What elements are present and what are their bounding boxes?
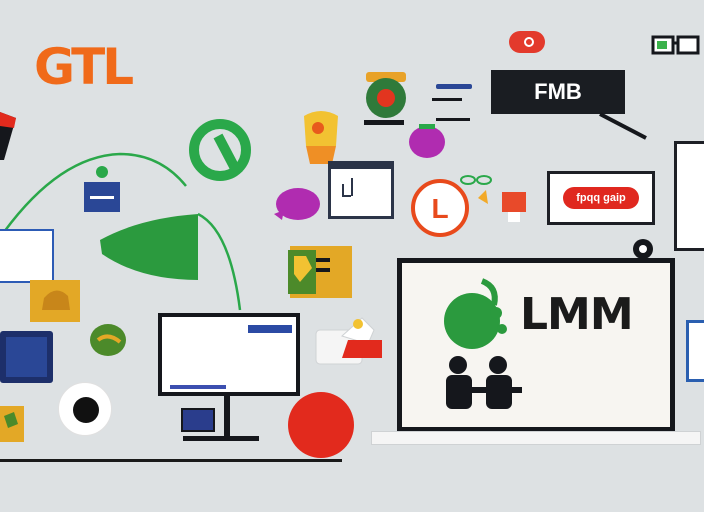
small-monitor-content xyxy=(331,164,391,197)
navy-card xyxy=(0,331,53,383)
eyes-icon xyxy=(460,175,492,204)
monitor-stand-post xyxy=(224,396,230,438)
speech-flag-icon xyxy=(100,212,242,311)
letter-badge: L xyxy=(411,179,469,237)
center-monitor-bar xyxy=(248,325,292,333)
red-tag-icon xyxy=(0,112,16,160)
sign-pointer-icon xyxy=(599,112,647,140)
monitor-stand-base xyxy=(183,436,259,441)
left-window xyxy=(0,229,54,283)
connector-curve xyxy=(2,152,187,233)
hand-card-icon xyxy=(315,317,382,365)
target-circle-icon xyxy=(58,382,112,436)
lightbulb-icon xyxy=(304,111,338,164)
monitor-small-box xyxy=(181,408,215,432)
baseline-divider xyxy=(0,459,342,462)
center-monitor-line xyxy=(170,385,226,389)
brand-logo-text: GTL xyxy=(34,38,134,96)
green-ring-icon xyxy=(189,119,251,181)
green-apple-icon xyxy=(444,278,507,349)
id-card-icon xyxy=(84,166,120,212)
red-square-icon xyxy=(502,192,526,222)
ad-billboard: fpqq gaip xyxy=(547,171,655,225)
speech-bubble-icon xyxy=(274,188,320,220)
mustard-card-icon xyxy=(30,280,80,322)
webcam-icon xyxy=(633,239,653,259)
big-screen: LMM xyxy=(397,258,675,432)
pin-badge-icon xyxy=(364,72,406,125)
ad-billboard-pill: fpqq gaip xyxy=(563,187,639,209)
stacked-card-icon xyxy=(288,246,352,298)
apple-icon xyxy=(90,324,126,356)
dash-lines-icon xyxy=(432,84,472,121)
sign-text: FMB xyxy=(534,79,582,104)
right-panel xyxy=(674,141,704,251)
people-icon xyxy=(446,356,522,409)
letter-badge-text: L xyxy=(431,193,448,224)
glasses-icon xyxy=(651,35,700,55)
red-circle xyxy=(288,392,354,458)
small-monitor xyxy=(328,161,394,219)
ad-billboard-label: fpqq gaip xyxy=(576,192,626,204)
laptop-base xyxy=(371,431,701,445)
sign-box: FMB xyxy=(491,70,625,114)
magenta-bubble-icon xyxy=(409,124,445,158)
right-edge-card xyxy=(686,320,704,382)
big-screen-brand: LMM xyxy=(520,289,634,340)
yellow-card-icon xyxy=(0,406,24,442)
brand-logo: GTL xyxy=(34,42,134,92)
red-toggle-icon xyxy=(509,31,545,53)
center-monitor xyxy=(158,313,300,396)
